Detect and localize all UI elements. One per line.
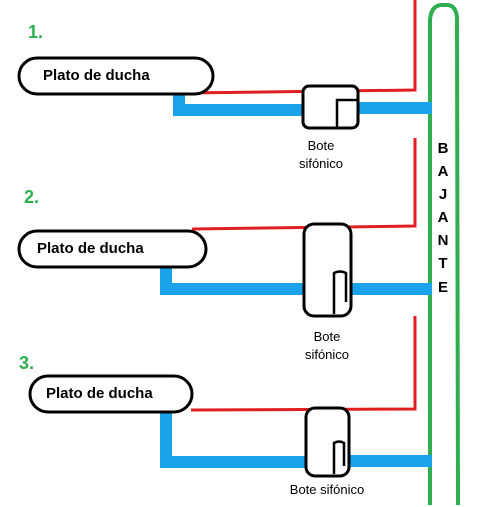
- siphon-trap-inlet: [335, 98, 358, 127]
- downpipe-letter: B: [438, 140, 449, 157]
- trap-label: Bote sifónico: [290, 482, 364, 497]
- shower-tray-label: Plato de ducha: [37, 240, 144, 257]
- config-3: 3. Plato de ducha Bote sifónico: [19, 316, 432, 497]
- downpipe-outline: [428, 2, 460, 506]
- drain-pipe: [160, 262, 305, 295]
- config-number: 3.: [19, 353, 34, 373]
- shower-tray-label: Plato de ducha: [43, 67, 150, 84]
- drain-pipe: [160, 412, 307, 468]
- vent-pipe: [191, 138, 417, 231]
- siphon-trap: [302, 222, 353, 318]
- vent-pipe: [190, 316, 417, 412]
- drain-pipe: [173, 94, 305, 116]
- downpipe-letter: T: [438, 255, 447, 272]
- downpipe-letter: E: [438, 279, 448, 296]
- shower-tray-label: Plato de ducha: [46, 385, 153, 402]
- siphon-trap: [301, 84, 360, 130]
- shower-tray: [17, 229, 208, 269]
- downpipe-letter: A: [438, 209, 449, 226]
- config-2: 2. Plato de ducha Bote sifónico: [17, 138, 432, 362]
- downpipe-letter: J: [439, 186, 447, 203]
- downpipe: B A J A N T E: [428, 2, 460, 506]
- config-1: 1. Plato de ducha Bote sifónico: [17, 0, 432, 171]
- trap-label: sifónico: [305, 347, 349, 362]
- shower-tray: [17, 56, 215, 96]
- shower-tray: [28, 374, 194, 414]
- trap-label: sifónico: [299, 156, 343, 171]
- siphon-trap-inlet: [332, 440, 346, 474]
- config-number: 2.: [24, 187, 39, 207]
- trap-label: Bote: [308, 138, 335, 153]
- vent-pipe: [184, 0, 417, 95]
- siphon-trap: [304, 406, 351, 478]
- config-number: 1.: [28, 22, 43, 42]
- siphon-trap-inlet: [332, 270, 348, 314]
- downpipe-letter: N: [438, 232, 449, 249]
- trap-label: Bote: [314, 329, 341, 344]
- downpipe-letter: A: [438, 163, 449, 180]
